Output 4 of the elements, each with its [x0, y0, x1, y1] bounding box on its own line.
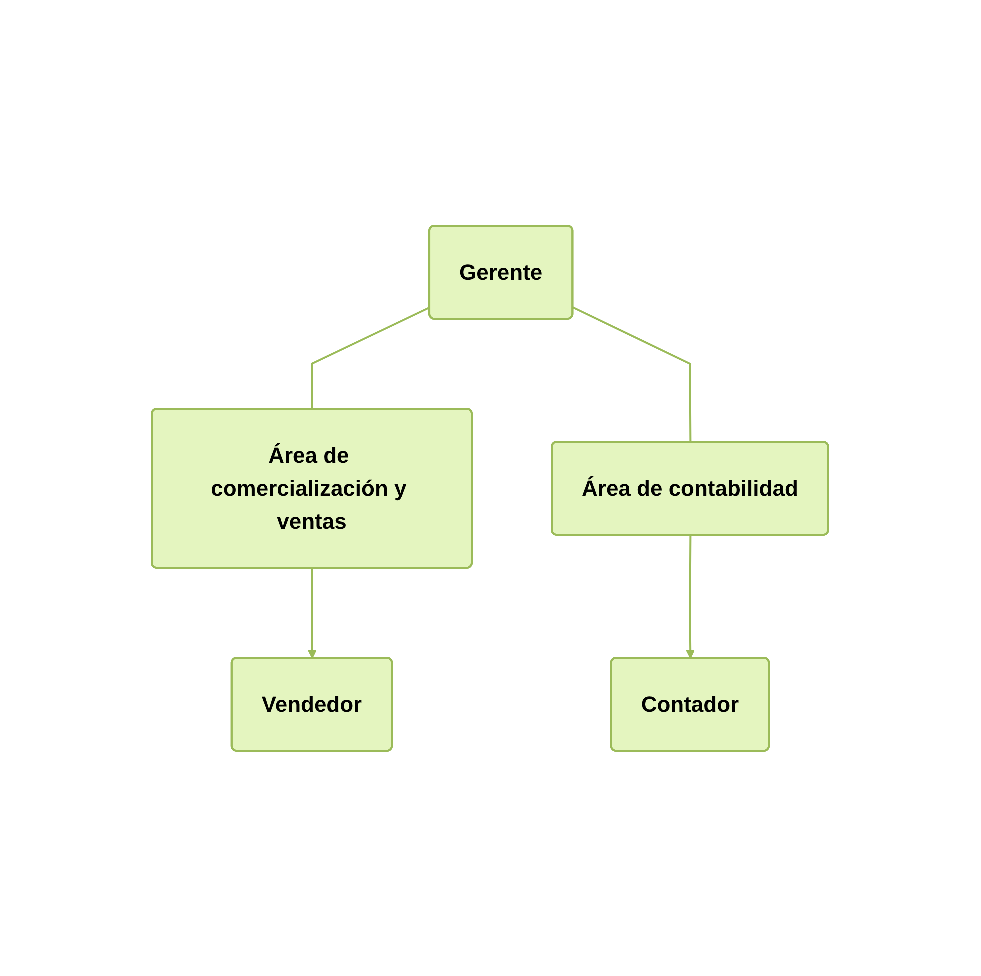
arrow: [686, 535, 696, 658]
connector: [311, 306, 431, 410]
connector: [573, 306, 692, 442]
arrow: [308, 568, 318, 658]
